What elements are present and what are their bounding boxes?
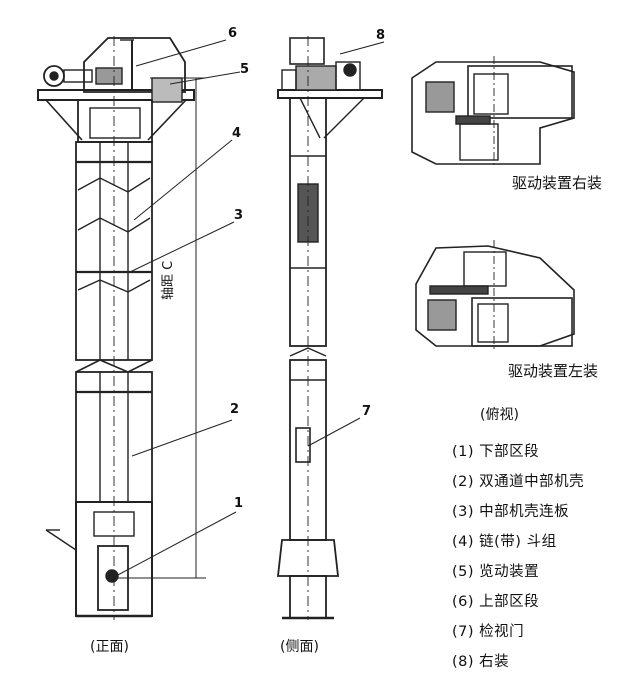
- side-view: [276, 36, 383, 620]
- callout-7: 7: [362, 404, 372, 419]
- callout-4: 4: [232, 126, 242, 141]
- front-view-label: (正面): [90, 639, 129, 655]
- callout-5: 5: [240, 62, 250, 77]
- callout-8: 8: [376, 28, 386, 43]
- callout-3: 3: [234, 208, 244, 223]
- top-view-right: [411, 56, 575, 168]
- legend-item-3: (3) 中部机壳连板: [452, 504, 570, 520]
- legend-item-8: (8) 右装: [452, 654, 510, 670]
- drive-left-label: 驱动装置左装: [508, 362, 599, 380]
- legend-item-4: (4) 链(带) 斗组: [452, 534, 557, 550]
- callout-1: 1: [234, 496, 244, 511]
- legend-item-2: (2) 双通道中部机壳: [452, 474, 585, 490]
- legend-item-7: (7) 检视门: [452, 624, 525, 640]
- callout-6: 6: [228, 26, 238, 41]
- top-view-label: (俯视): [480, 407, 519, 423]
- dimension-label: 轴距 C: [161, 260, 176, 300]
- legend-item-1: (1) 下部区段: [452, 444, 540, 460]
- side-view-label: (侧面): [280, 639, 319, 655]
- front-view: [37, 36, 206, 620]
- callout-2: 2: [230, 402, 240, 417]
- drive-right-label: 驱动装置右装: [512, 174, 603, 192]
- legend-item-6: (6) 上部区段: [452, 594, 540, 610]
- leader-lines: [115, 39, 385, 577]
- legend-item-5: (5) 览动装置: [452, 564, 540, 580]
- top-view-left: [415, 240, 575, 352]
